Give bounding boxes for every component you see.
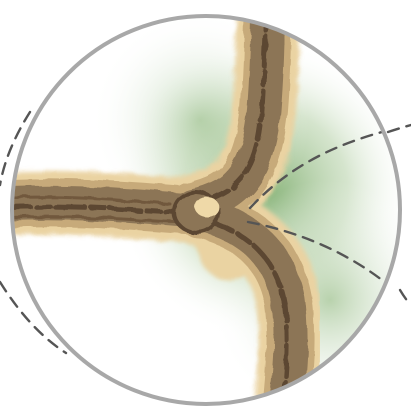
junction-knot — [174, 192, 219, 232]
